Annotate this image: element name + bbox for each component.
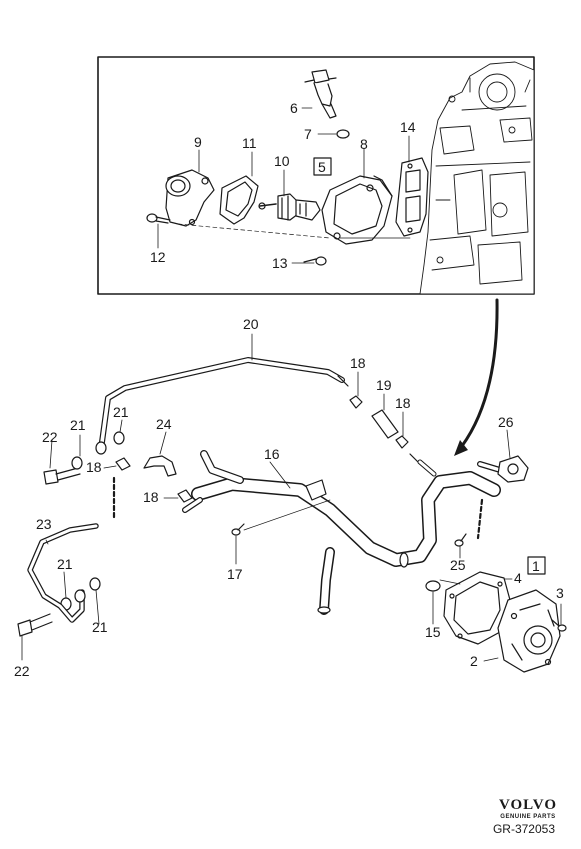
- callout-7: 7: [304, 126, 312, 142]
- bolt: [146, 213, 171, 224]
- hose-clamp: [395, 435, 409, 449]
- o-ring: [425, 580, 441, 592]
- pipe-gasket: [497, 455, 529, 483]
- bypass-hose: [143, 455, 177, 477]
- callout-4: 4: [514, 570, 522, 586]
- callout-15: 15: [425, 624, 441, 640]
- sealing-washer: [113, 431, 125, 445]
- hose-clamp: [349, 395, 363, 409]
- callout-9: 9: [194, 134, 202, 150]
- callout-13: 13: [272, 255, 288, 271]
- housing-gasket: [395, 157, 429, 237]
- part-labels: 6 7 8 9 10 11 12 13 14 5 20 18 19 18 24 …: [14, 100, 564, 679]
- brand-tagline: GENUINE PARTS: [500, 814, 556, 820]
- callout-21: 21: [113, 404, 129, 420]
- callout-3: 3: [556, 585, 564, 601]
- banjo-bolt: [17, 613, 53, 637]
- connecting-hose: [371, 409, 399, 439]
- diagram-reference: GR-372053: [492, 822, 555, 836]
- hose-clamp: [115, 457, 131, 471]
- water-pump: [497, 589, 561, 673]
- callout-box-1: [527, 556, 546, 575]
- callout-8: 8: [360, 136, 368, 152]
- sealing-washer: [89, 577, 101, 591]
- sealing-washer: [71, 456, 83, 470]
- bolt: [551, 619, 567, 632]
- assembly-line: [439, 579, 461, 585]
- hose-clamp: [177, 489, 193, 503]
- callout-box-5: [313, 157, 332, 176]
- callout-10: 10: [274, 153, 290, 169]
- assembly-line: [177, 223, 331, 239]
- thermostat-cover: [321, 175, 393, 245]
- callout-22: 22: [42, 429, 58, 445]
- brand-name: VOLVO: [498, 797, 557, 813]
- assembly-line: [476, 498, 484, 540]
- callout-16: 16: [264, 446, 280, 462]
- callout-25: 25: [450, 557, 466, 573]
- temperature-sensor: [304, 69, 337, 119]
- callout-18: 18: [350, 355, 366, 371]
- brand-logo: VOLVO GENUINE PARTS: [499, 797, 557, 820]
- reference-arrow: [460, 298, 499, 448]
- thermostat-housing: [165, 169, 215, 227]
- bolt: [454, 533, 467, 547]
- callout-5: 5: [318, 159, 326, 175]
- callout-14: 14: [400, 119, 416, 135]
- bolt: [303, 256, 327, 266]
- thermostat-gasket: [219, 175, 259, 225]
- callout-24: 24: [156, 416, 172, 432]
- callout-21: 21: [70, 417, 86, 433]
- callout-2: 2: [470, 653, 478, 669]
- callout-19: 19: [376, 377, 392, 393]
- water-pump-gasket: [443, 571, 511, 645]
- callout-18: 18: [86, 459, 102, 475]
- callout-1: 1: [532, 558, 540, 574]
- callout-21: 21: [57, 556, 73, 572]
- return-pipe: [95, 357, 349, 455]
- assembly-line: [243, 499, 331, 531]
- callout-17: 17: [227, 566, 243, 582]
- engine-block-drawing: [419, 61, 535, 295]
- callout-11: 11: [242, 135, 257, 151]
- callout-21: 21: [92, 619, 108, 635]
- callout-23: 23: [36, 516, 52, 532]
- callout-12: 12: [150, 249, 166, 265]
- o-ring: [336, 129, 350, 139]
- callout-26: 26: [498, 414, 514, 430]
- leader-lines: [21, 107, 562, 662]
- callout-20: 20: [243, 316, 259, 332]
- callout-6: 6: [290, 100, 298, 116]
- bolt: [231, 523, 245, 536]
- banjo-bolt: [43, 467, 81, 485]
- callout-18: 18: [395, 395, 411, 411]
- thermostat: [258, 193, 321, 221]
- callout-22: 22: [14, 663, 30, 679]
- callout-18: 18: [143, 489, 159, 505]
- supply-pipe: [27, 523, 99, 623]
